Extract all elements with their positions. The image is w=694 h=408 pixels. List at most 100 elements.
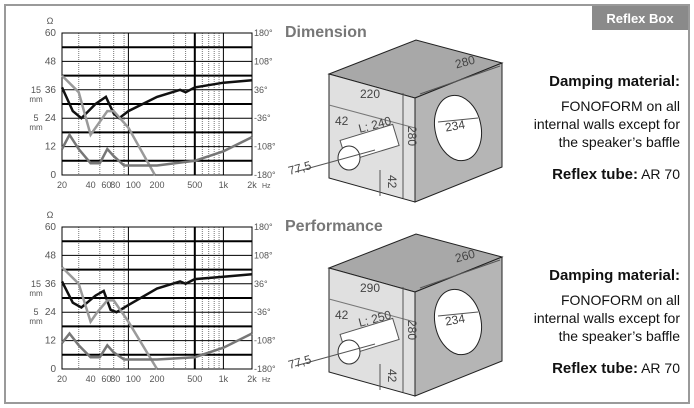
- x-tick: 200: [149, 180, 164, 190]
- hole-dim: 234: [444, 311, 466, 328]
- depth-dim: 280: [454, 53, 477, 72]
- height-dim: 280: [405, 126, 419, 146]
- x-tick: 500: [187, 180, 202, 190]
- damping-line: FONOFORM on all: [560, 98, 680, 114]
- hz-unit: Hz: [262, 183, 271, 190]
- tube-opening: [337, 339, 361, 365]
- y-right-tick: 36°: [254, 85, 268, 95]
- y-right-tick: -36°: [254, 307, 271, 317]
- y-left-tick: 0: [50, 364, 56, 375]
- curve-dark: [60, 132, 253, 167]
- height-dim: 280: [405, 320, 419, 340]
- y-right-tick: -180°: [254, 170, 276, 180]
- y-right-tick: 108°: [254, 56, 273, 66]
- mm-value: 15: [31, 85, 41, 95]
- tube-diameter-dim: 77,5: [287, 158, 313, 178]
- y-right-tick: 36°: [254, 279, 268, 289]
- damping-line: the speaker’s baffle: [558, 134, 680, 150]
- y-right-tick: 108°: [254, 250, 273, 260]
- depth-dim: 260: [454, 247, 477, 266]
- x-tick: 80: [110, 180, 120, 190]
- hz-unit: Hz: [262, 377, 271, 384]
- damping-note: Damping material: FONOFORM on all intern…: [534, 266, 680, 378]
- tube-value: AR 70: [641, 166, 680, 182]
- dimension-line: [419, 259, 501, 289]
- x-tick: 20: [57, 374, 67, 384]
- x-tick: 200: [149, 374, 164, 384]
- width-dim: 290: [360, 281, 380, 295]
- damping-line: the speaker’s baffle: [558, 328, 680, 344]
- y-left-tick: 60: [45, 28, 57, 39]
- tube-offset-dim: 42: [335, 308, 349, 322]
- x-tick: 40: [86, 374, 96, 384]
- y-right-tick: -36°: [254, 113, 271, 123]
- y-left-tick: 48: [45, 56, 57, 67]
- x-tick: 60: [101, 180, 111, 190]
- y-left-tick: 24: [45, 307, 57, 318]
- tube-value: AR 70: [641, 360, 680, 376]
- plot-border: [61, 32, 253, 176]
- section-title: Performance: [285, 218, 383, 235]
- x-tick: 2k: [247, 374, 257, 384]
- tube-bottom-dim: 42: [385, 175, 399, 189]
- y-left-tick: 24: [45, 113, 57, 124]
- curve-light: [61, 266, 159, 370]
- y-right-tick: 180°: [254, 28, 273, 38]
- y-left-tick: 12: [45, 336, 57, 347]
- x-tick: 500: [187, 374, 202, 384]
- speaker-hole: [433, 288, 483, 356]
- y-right-tick: -108°: [254, 142, 276, 152]
- ohm-unit: Ω: [47, 16, 54, 26]
- damping-label: Damping material:: [549, 267, 680, 284]
- mm-unit: mm: [29, 289, 43, 298]
- tube-label: Reflex tube:: [552, 360, 638, 377]
- damping-label: Damping material:: [549, 73, 680, 90]
- curve-black: [60, 79, 253, 120]
- y-left-tick: 36: [45, 279, 57, 290]
- tube-bottom-dim: 42: [385, 369, 399, 383]
- tube-label: Reflex tube:: [552, 166, 638, 183]
- y-left-tick: 48: [45, 250, 57, 261]
- x-tick: 100: [126, 180, 141, 190]
- curve-light: [61, 74, 156, 176]
- y-right-tick: 180°: [254, 222, 273, 232]
- ohm-unit: Ω: [47, 210, 54, 220]
- x-tick: 60: [101, 374, 111, 384]
- mm-unit: mm: [29, 317, 43, 326]
- y-left-tick: 36: [45, 85, 57, 96]
- mm-value: 5: [33, 307, 38, 317]
- panel-frame: [4, 4, 690, 404]
- y-left-tick: 0: [50, 170, 56, 181]
- damping-line: internal walls except for: [533, 310, 680, 326]
- tube-diameter-dim: 77,5: [287, 352, 313, 372]
- dimension-line: [328, 298, 416, 323]
- speaker-hole: [433, 94, 483, 162]
- x-tick: 80: [110, 374, 120, 384]
- tube-offset-dim: 42: [335, 114, 349, 128]
- x-tick: 100: [126, 374, 141, 384]
- hole-dim: 234: [444, 117, 466, 134]
- tube-opening: [337, 145, 361, 171]
- x-tick: 40: [86, 180, 96, 190]
- dimension-line: [437, 311, 479, 317]
- dimension-line: [437, 117, 479, 123]
- mm-unit: mm: [29, 123, 43, 132]
- damping-note: Damping material: FONOFORM on all intern…: [534, 72, 680, 184]
- x-tick: 20: [57, 180, 67, 190]
- dimension-line: [294, 149, 376, 173]
- y-left-tick: 60: [45, 222, 57, 233]
- mm-unit: mm: [29, 95, 43, 104]
- damping-line: FONOFORM on all: [560, 292, 680, 308]
- box-diagram: 290 260 280 42 L: 250 77,5 42 234: [287, 233, 504, 397]
- dimension-line: [328, 104, 416, 129]
- reflex-box-tab: Reflex Box: [592, 6, 688, 30]
- section-title: Dimension: [285, 24, 367, 41]
- box-diagram: 220 280 280 42 L: 240 77,5 42 234: [287, 39, 504, 203]
- dimension-line: [294, 343, 376, 367]
- damping-line: internal walls except for: [533, 116, 680, 132]
- dimension-line: [419, 65, 501, 95]
- width-dim: 220: [360, 87, 380, 101]
- y-left-tick: 12: [45, 142, 57, 153]
